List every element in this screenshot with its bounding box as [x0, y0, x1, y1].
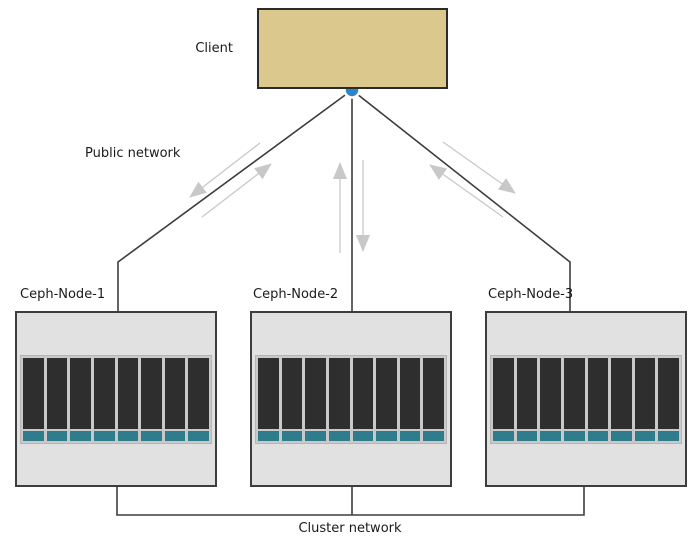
disk-bay — [188, 358, 209, 441]
disk-bay — [70, 358, 91, 441]
disk-bay — [540, 358, 561, 441]
disk-drive-icon — [563, 358, 585, 429]
traffic-direction-arrows — [189, 141, 516, 253]
node-2-label: Ceph-Node-2 — [253, 287, 339, 302]
disk-bay — [352, 358, 374, 441]
disk-journal-icon — [376, 431, 397, 441]
disk-bay — [493, 358, 514, 441]
ceph-node-2-box — [250, 311, 452, 487]
disk-journal-icon — [70, 431, 91, 441]
disk-drive-icon — [46, 358, 68, 429]
disk-drive-icon — [352, 358, 374, 429]
disk-drive-icon — [258, 358, 279, 429]
disk-drive-icon — [634, 358, 656, 429]
disk-drive-icon — [423, 358, 444, 429]
disk-bay — [164, 358, 186, 441]
disk-drive-icon — [281, 358, 303, 429]
node-1-label: Ceph-Node-1 — [20, 287, 106, 302]
disk-bay — [587, 358, 609, 441]
disk-journal-icon — [188, 431, 209, 441]
disk-drive-icon — [611, 358, 632, 429]
arrow-from-node3-icon — [429, 164, 504, 218]
disk-drive-icon — [117, 358, 139, 429]
disk-journal-icon — [281, 431, 303, 441]
disk-journal-icon — [328, 431, 350, 441]
disk-journal-icon — [399, 431, 421, 441]
disk-journal-icon — [611, 431, 632, 441]
disk-journal-icon — [141, 431, 162, 441]
disk-bay — [563, 358, 585, 441]
arrow-to-node3-icon — [442, 141, 516, 194]
arrow-from-node1-icon — [201, 163, 272, 218]
disk-journal-icon — [516, 431, 538, 441]
disk-drive-icon — [93, 358, 115, 429]
disk-drive-icon — [328, 358, 350, 429]
ceph-node-3-box — [485, 311, 687, 487]
disk-journal-icon — [93, 431, 115, 441]
public-network-lines — [117, 89, 571, 311]
disk-bay — [46, 358, 68, 441]
disk-drive-icon — [399, 358, 421, 429]
disk-journal-icon — [540, 431, 561, 441]
disk-drive-icon — [658, 358, 679, 429]
disk-drive-icon — [305, 358, 326, 429]
disk-bay — [423, 358, 444, 441]
disk-drive-icon — [23, 358, 44, 429]
disk-journal-icon — [563, 431, 585, 441]
disk-drive-icon — [493, 358, 514, 429]
disk-drive-icon — [141, 358, 162, 429]
disk-drive-icon — [516, 358, 538, 429]
disk-bay — [305, 358, 326, 441]
disk-journal-icon — [352, 431, 374, 441]
disk-rack — [490, 355, 682, 444]
disk-journal-icon — [164, 431, 186, 441]
disk-rack — [20, 355, 212, 444]
arrow-to-node1-icon — [189, 142, 261, 198]
disk-bay — [634, 358, 656, 441]
client-box — [257, 8, 448, 89]
disk-drive-icon — [164, 358, 186, 429]
cluster-network-lines — [116, 487, 585, 516]
disk-journal-icon — [493, 431, 514, 441]
disk-bay — [658, 358, 679, 441]
disk-journal-icon — [634, 431, 656, 441]
disk-journal-icon — [258, 431, 279, 441]
disk-journal-icon — [305, 431, 326, 441]
disk-bay — [23, 358, 44, 441]
disk-rack — [255, 355, 447, 444]
disk-bay — [141, 358, 162, 441]
disk-drive-icon — [376, 358, 397, 429]
disk-drive-icon — [540, 358, 561, 429]
disk-drive-icon — [70, 358, 91, 429]
client-label: Client — [195, 41, 233, 56]
disk-drive-icon — [587, 358, 609, 429]
disk-bay — [258, 358, 279, 441]
disk-journal-icon — [423, 431, 444, 441]
disk-journal-icon — [117, 431, 139, 441]
public-network-label: Public network — [85, 146, 181, 161]
disk-bay — [117, 358, 139, 441]
disk-bay — [611, 358, 632, 441]
disk-bay — [399, 358, 421, 441]
cluster-network-label: Cluster network — [298, 521, 402, 536]
disk-journal-icon — [658, 431, 679, 441]
disk-bay — [281, 358, 303, 441]
disk-drive-icon — [188, 358, 209, 429]
disk-journal-icon — [587, 431, 609, 441]
disk-bay — [93, 358, 115, 441]
disk-journal-icon — [23, 431, 44, 441]
disk-bay — [516, 358, 538, 441]
disk-bay — [328, 358, 350, 441]
node-3-label: Ceph-Node-3 — [488, 287, 574, 302]
disk-bay — [376, 358, 397, 441]
disk-journal-icon — [46, 431, 68, 441]
ceph-node-1-box — [15, 311, 217, 487]
